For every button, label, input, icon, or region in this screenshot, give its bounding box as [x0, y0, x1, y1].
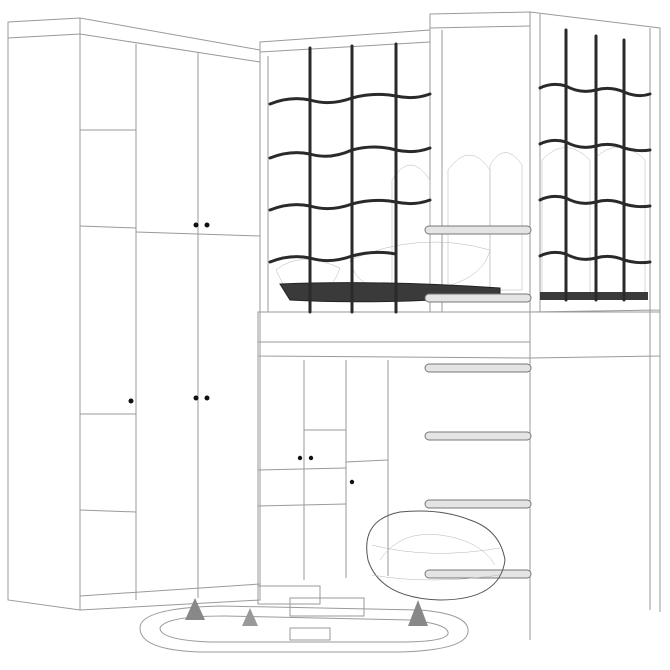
- wardrobe-knob: [204, 395, 210, 401]
- wardrobe-knob: [204, 222, 210, 228]
- rope-net-right: [538, 28, 652, 302]
- rope-net-left: [268, 42, 432, 314]
- bedding: [275, 146, 648, 303]
- toy-tree: [185, 598, 205, 620]
- wardrobe-knob: [193, 222, 199, 228]
- wardrobe-knob: [128, 398, 134, 404]
- wardrobe-knob: [193, 395, 199, 401]
- toy-tree: [408, 600, 428, 626]
- bean-bag: [366, 510, 506, 601]
- loft-bed: [257, 11, 661, 640]
- ladder: [424, 225, 532, 579]
- toy-tree: [242, 608, 258, 626]
- toy-train-set: [139, 585, 469, 653]
- wardrobe: [7, 17, 261, 611]
